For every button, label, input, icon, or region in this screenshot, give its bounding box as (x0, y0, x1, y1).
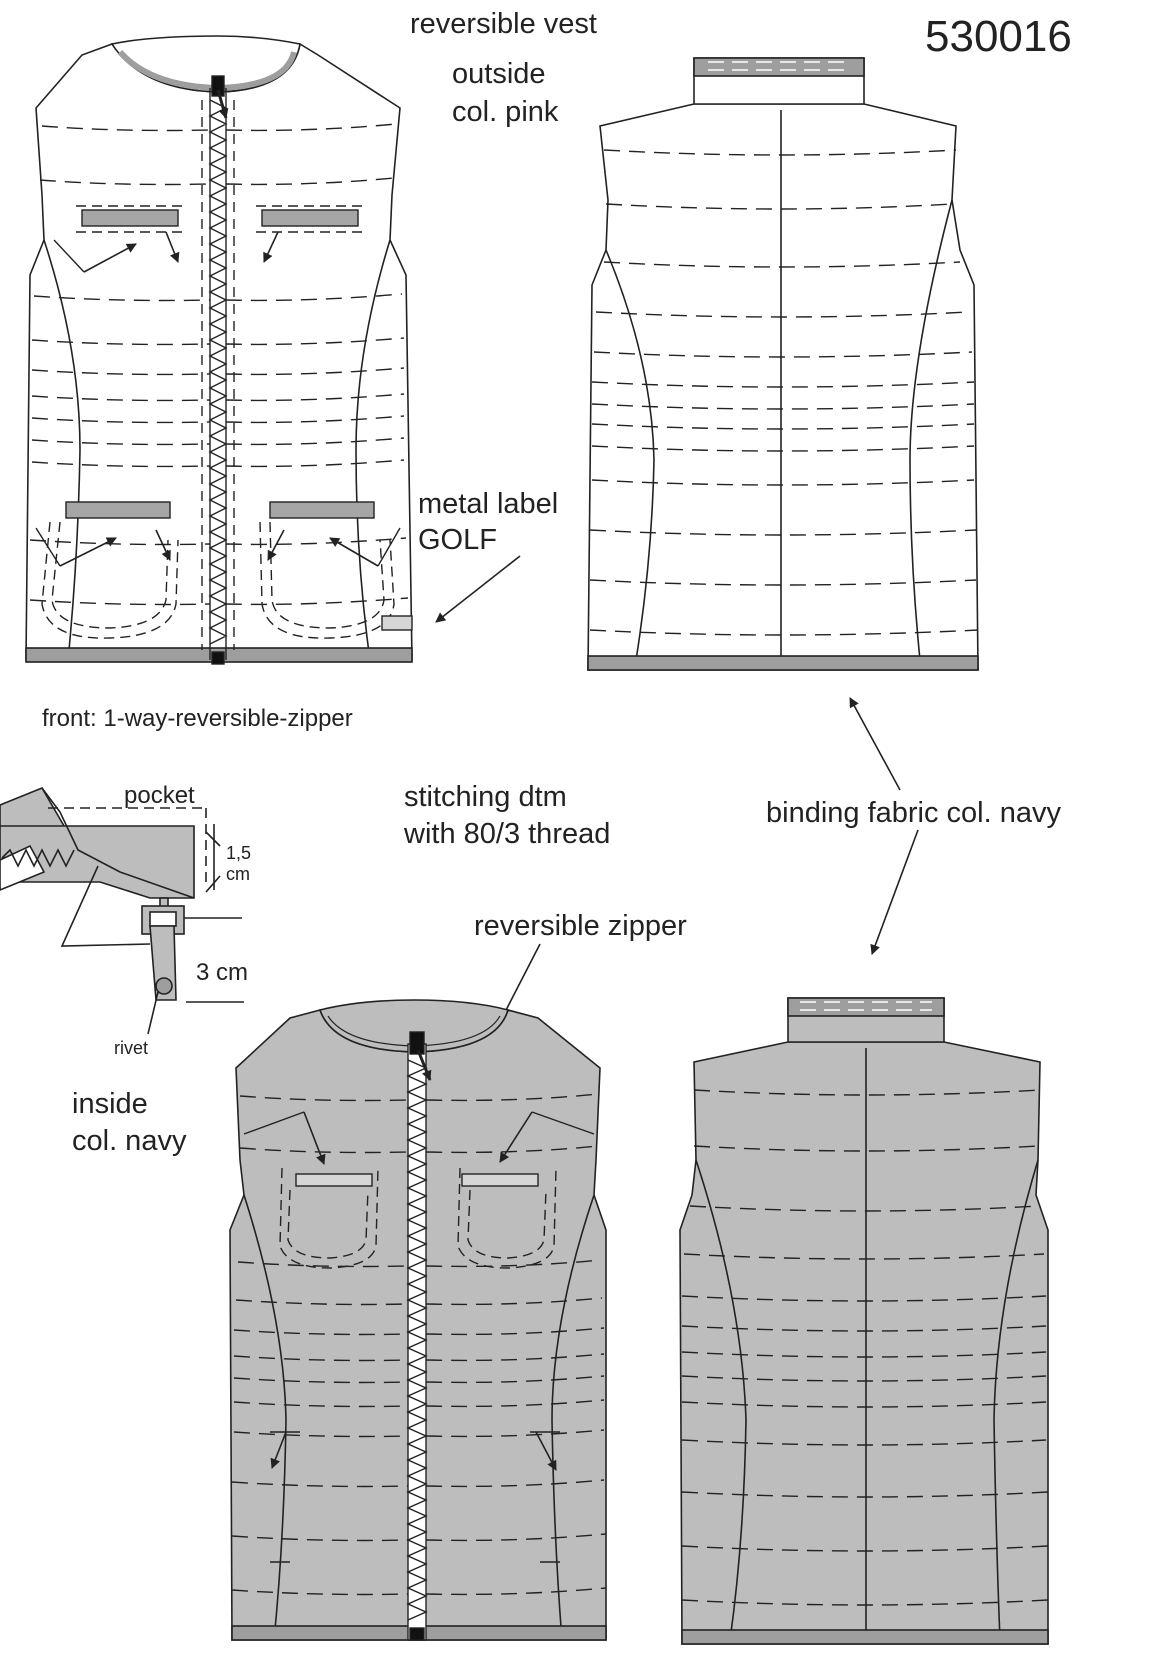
inside-color-line2: col. navy (72, 1125, 187, 1157)
back-outside-quilting (589, 149, 979, 636)
inside-color-line1: inside (72, 1088, 148, 1120)
pocket-depth-line2: cm (226, 864, 250, 884)
binding-note: binding fabric col. navy (766, 797, 1061, 829)
pocket-depth-line1: 1,5 (226, 843, 252, 863)
outside-color-line2: col. pink (452, 96, 559, 128)
stitching-note-line2: with 80/3 thread (404, 818, 611, 850)
stitching-note-line1: stitching dtm (404, 781, 567, 813)
front-inside-pockets (243, 1111, 595, 1563)
front-inside-zipper (406, 1031, 432, 1641)
metal-label-badge (381, 615, 413, 631)
vest-title: reversible vest (410, 8, 597, 40)
tab-length-label: 3 cm (196, 959, 249, 986)
back-inside-vest (679, 997, 1049, 1645)
back-outside-vest (587, 57, 979, 671)
metal-label-line2: GOLF (418, 524, 497, 556)
metal-label-line1: metal label (418, 488, 559, 520)
front-outside-zipper (201, 75, 235, 665)
front-outside-lower-pockets (35, 501, 521, 639)
front-outside-quilting (29, 123, 409, 606)
back-inside-quilting (681, 1089, 1049, 1606)
pocket-label: pocket (124, 782, 195, 809)
pocket-detail-illustration (0, 786, 244, 1035)
front-outside-chest-pockets (53, 205, 364, 273)
front-zipper-note: front: 1-way-reversible-zipper (42, 705, 353, 732)
rivet-label: rivet (114, 1038, 149, 1058)
outside-color-line1: outside (452, 58, 546, 90)
reversible-zipper-label: reversible zipper (474, 910, 687, 942)
front-inside-quilting (231, 1093, 607, 1596)
style-number: 530016 (925, 12, 1072, 61)
